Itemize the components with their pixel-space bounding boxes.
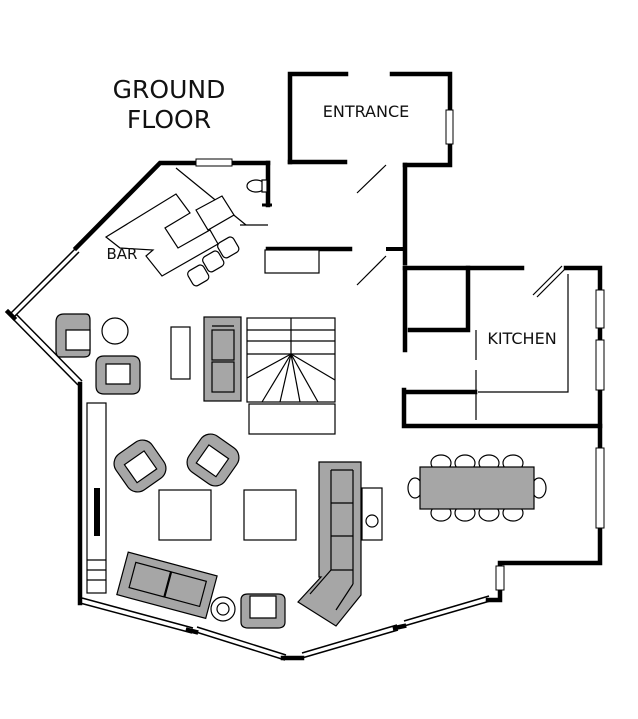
kitchen-window-1 [595,289,605,329]
outer-walls [4,160,605,661]
top-window [195,158,233,167]
entrance-walls [287,71,454,168]
corner-sofa [297,461,362,627]
armchair [186,433,240,487]
entrance-window [445,109,454,145]
kitchen-label: KITCHEN [487,329,556,348]
bar-walls [104,160,353,287]
coffee-table [243,489,297,541]
sofa [116,551,218,620]
plan-title-line2: FLOOR [127,105,211,134]
kitchen-window-2 [595,339,605,391]
plan-title-line1: GROUND [113,75,226,104]
kitchen-walls [402,265,605,429]
small-window [495,565,505,591]
dining-window [595,447,605,529]
living-room-furniture [55,313,383,629]
coffee-table [158,489,212,541]
entrance-label: ENTRANCE [323,102,410,121]
dining-table [407,454,547,522]
bar-label: BAR [107,245,138,263]
armchair [113,439,167,493]
staircase [246,317,336,435]
entrance-doors [356,162,408,286]
fireplace [94,488,100,536]
